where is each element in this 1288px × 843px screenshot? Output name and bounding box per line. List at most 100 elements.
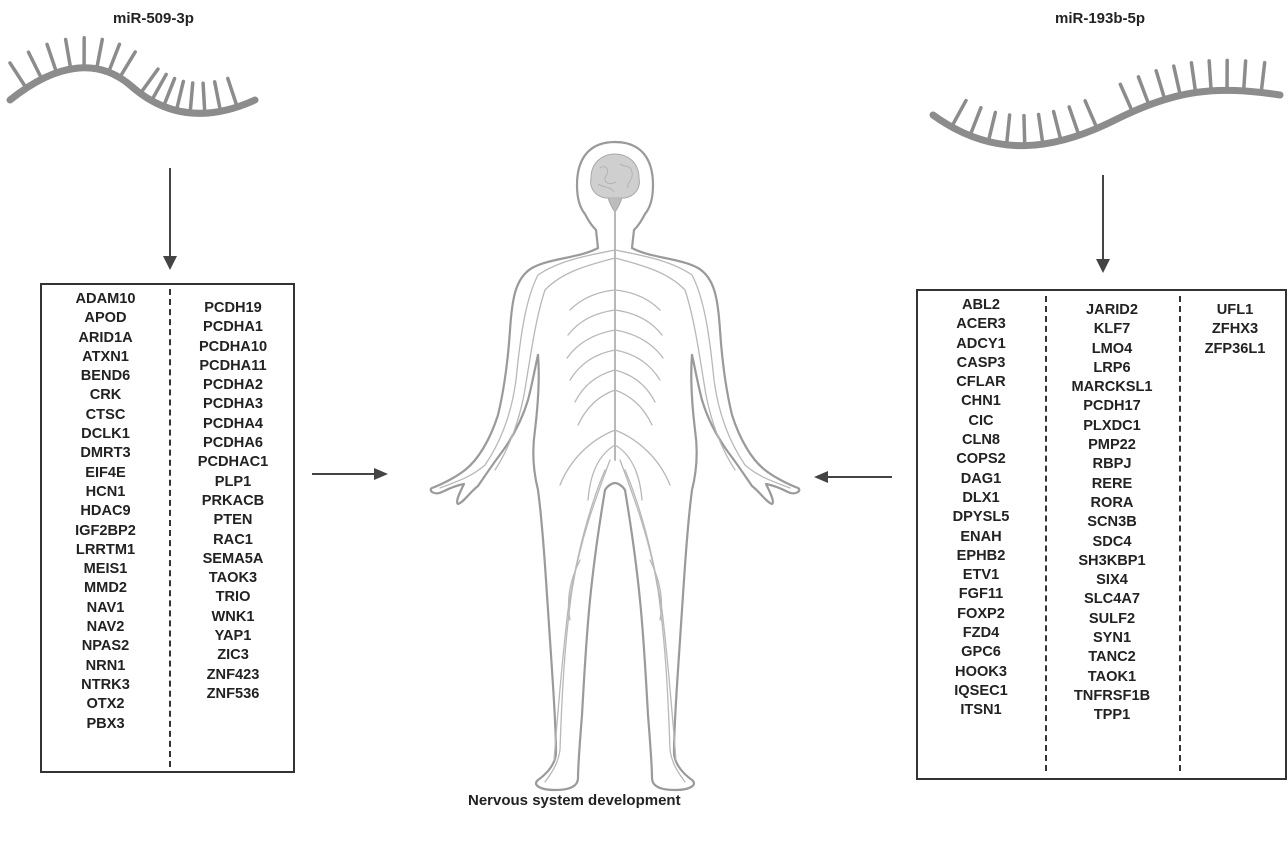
- rna-base-mark: [109, 44, 120, 72]
- gene-label: SLC4A7: [1084, 590, 1140, 609]
- rna-base-mark: [1024, 116, 1025, 146]
- rna-base-mark: [10, 63, 26, 88]
- gene-label: RBPJ: [1093, 455, 1132, 474]
- left-column-divider: [169, 289, 171, 767]
- rna-base-mark: [66, 39, 71, 69]
- gene-label: NPAS2: [82, 637, 130, 656]
- gene-label: COPS2: [956, 450, 1005, 469]
- rna-base-mark: [228, 78, 237, 106]
- figure-caption: Nervous system development: [468, 792, 681, 809]
- gene-label: ADAM10: [75, 290, 135, 309]
- gene-label: PCDH19: [204, 299, 262, 318]
- gene-label: IQSEC1: [954, 682, 1008, 701]
- rna-base-mark: [164, 79, 175, 107]
- rna-base-mark: [1054, 112, 1061, 141]
- gene-label: RAC1: [213, 531, 253, 550]
- gene-label: CFLAR: [956, 373, 1005, 392]
- gene-label: BEND6: [81, 367, 130, 386]
- gene-label: RERE: [1092, 475, 1133, 494]
- gene-label: SIX4: [1096, 571, 1128, 590]
- rna-base-mark: [952, 101, 966, 127]
- rna-base-mark: [120, 52, 136, 78]
- gene-label: TRIO: [216, 588, 251, 607]
- rna-base-mark: [1007, 115, 1010, 145]
- gene-label: MMD2: [84, 579, 127, 598]
- rna-base-mark: [28, 52, 41, 79]
- rna-base-mark: [97, 39, 103, 68]
- gene-label: ITSN1: [960, 701, 1001, 720]
- gene-label: PCDHAC1: [198, 453, 269, 472]
- gene-label: HOOK3: [955, 663, 1007, 682]
- gene-label: ABL2: [962, 296, 1000, 315]
- mirna-strand-icon: [0, 0, 260, 150]
- rna-base-mark: [152, 74, 167, 100]
- gene-label: ETV1: [963, 566, 1000, 585]
- rna-base-mark: [215, 82, 221, 111]
- gene-label: DCLK1: [81, 425, 130, 444]
- gene-label: PCDHA2: [203, 376, 263, 395]
- gene-label: PMP22: [1088, 436, 1136, 455]
- gene-label: PCDHA6: [203, 434, 263, 453]
- rna-base-mark: [988, 112, 995, 141]
- gene-label: LRP6: [1093, 359, 1130, 378]
- gene-label: TAOK1: [1088, 668, 1136, 687]
- gene-label: NAV1: [87, 599, 125, 618]
- gene-label: CASP3: [957, 354, 1006, 373]
- gene-label: ZFP36L1: [1205, 340, 1266, 359]
- gene-label: DLX1: [962, 489, 999, 508]
- gene-label: APOD: [84, 309, 126, 328]
- gene-label: TPP1: [1094, 706, 1131, 725]
- gene-label: RORA: [1091, 494, 1134, 513]
- gene-label: PTEN: [214, 511, 253, 530]
- gene-label: PCDHA4: [203, 415, 263, 434]
- gene-label: MEIS1: [84, 560, 128, 579]
- gene-label: ZNF423: [207, 666, 260, 685]
- gene-label: SULF2: [1089, 610, 1135, 629]
- gene-label: CTSC: [86, 406, 126, 425]
- gene-label: ZNF536: [207, 685, 260, 704]
- right-column-divider-2: [1179, 296, 1181, 771]
- gene-label: TNFRSF1B: [1074, 687, 1150, 706]
- gene-label: CLN8: [962, 431, 1000, 450]
- mirna-strand-icon: [925, 0, 1285, 170]
- rna-base-mark: [1191, 63, 1195, 93]
- rna-base-mark: [1209, 61, 1211, 91]
- gene-label: ADCY1: [956, 335, 1005, 354]
- gene-label: LMO4: [1092, 340, 1133, 359]
- gene-label: ZFHX3: [1212, 320, 1258, 339]
- gene-label: ENAH: [960, 528, 1001, 547]
- gene-label: YAP1: [215, 627, 252, 646]
- gene-label: GPC6: [961, 643, 1001, 662]
- gene-label: EPHB2: [957, 547, 1006, 566]
- gene-label: JARID2: [1086, 301, 1138, 320]
- gene-label: HCN1: [86, 483, 126, 502]
- gene-label: NAV2: [87, 618, 125, 637]
- gene-label: CRK: [90, 386, 122, 405]
- right-gene-column-1: ABL2ACER3ADCY1CASP3CFLARCHN1CICCLN8COPS2…: [918, 296, 1044, 721]
- gene-label: MARCKSL1: [1071, 378, 1152, 397]
- gene-label: KLF7: [1094, 320, 1130, 339]
- gene-label: PLXDC1: [1083, 417, 1141, 436]
- rna-base-mark: [1174, 66, 1181, 95]
- rna-base-mark: [970, 108, 981, 136]
- rna-base-mark: [176, 81, 183, 110]
- gene-label: SDC4: [1093, 533, 1132, 552]
- rna-base-mark: [1085, 101, 1097, 129]
- gene-label: TAOK3: [209, 569, 257, 588]
- gene-label: TANC2: [1088, 648, 1136, 667]
- gene-label: PBX3: [86, 715, 124, 734]
- gene-label: SEMA5A: [203, 550, 264, 569]
- rna-base-mark: [1244, 61, 1246, 91]
- rna-base-mark: [1261, 63, 1264, 93]
- gene-label: LRRTM1: [76, 541, 135, 560]
- gene-label: WNK1: [212, 608, 255, 627]
- gene-label: NRN1: [86, 657, 126, 676]
- gene-label: IGF2BP2: [75, 522, 136, 541]
- gene-label: FOXP2: [957, 605, 1005, 624]
- gene-label: FGF11: [959, 585, 1004, 604]
- gene-label: CIC: [968, 412, 993, 431]
